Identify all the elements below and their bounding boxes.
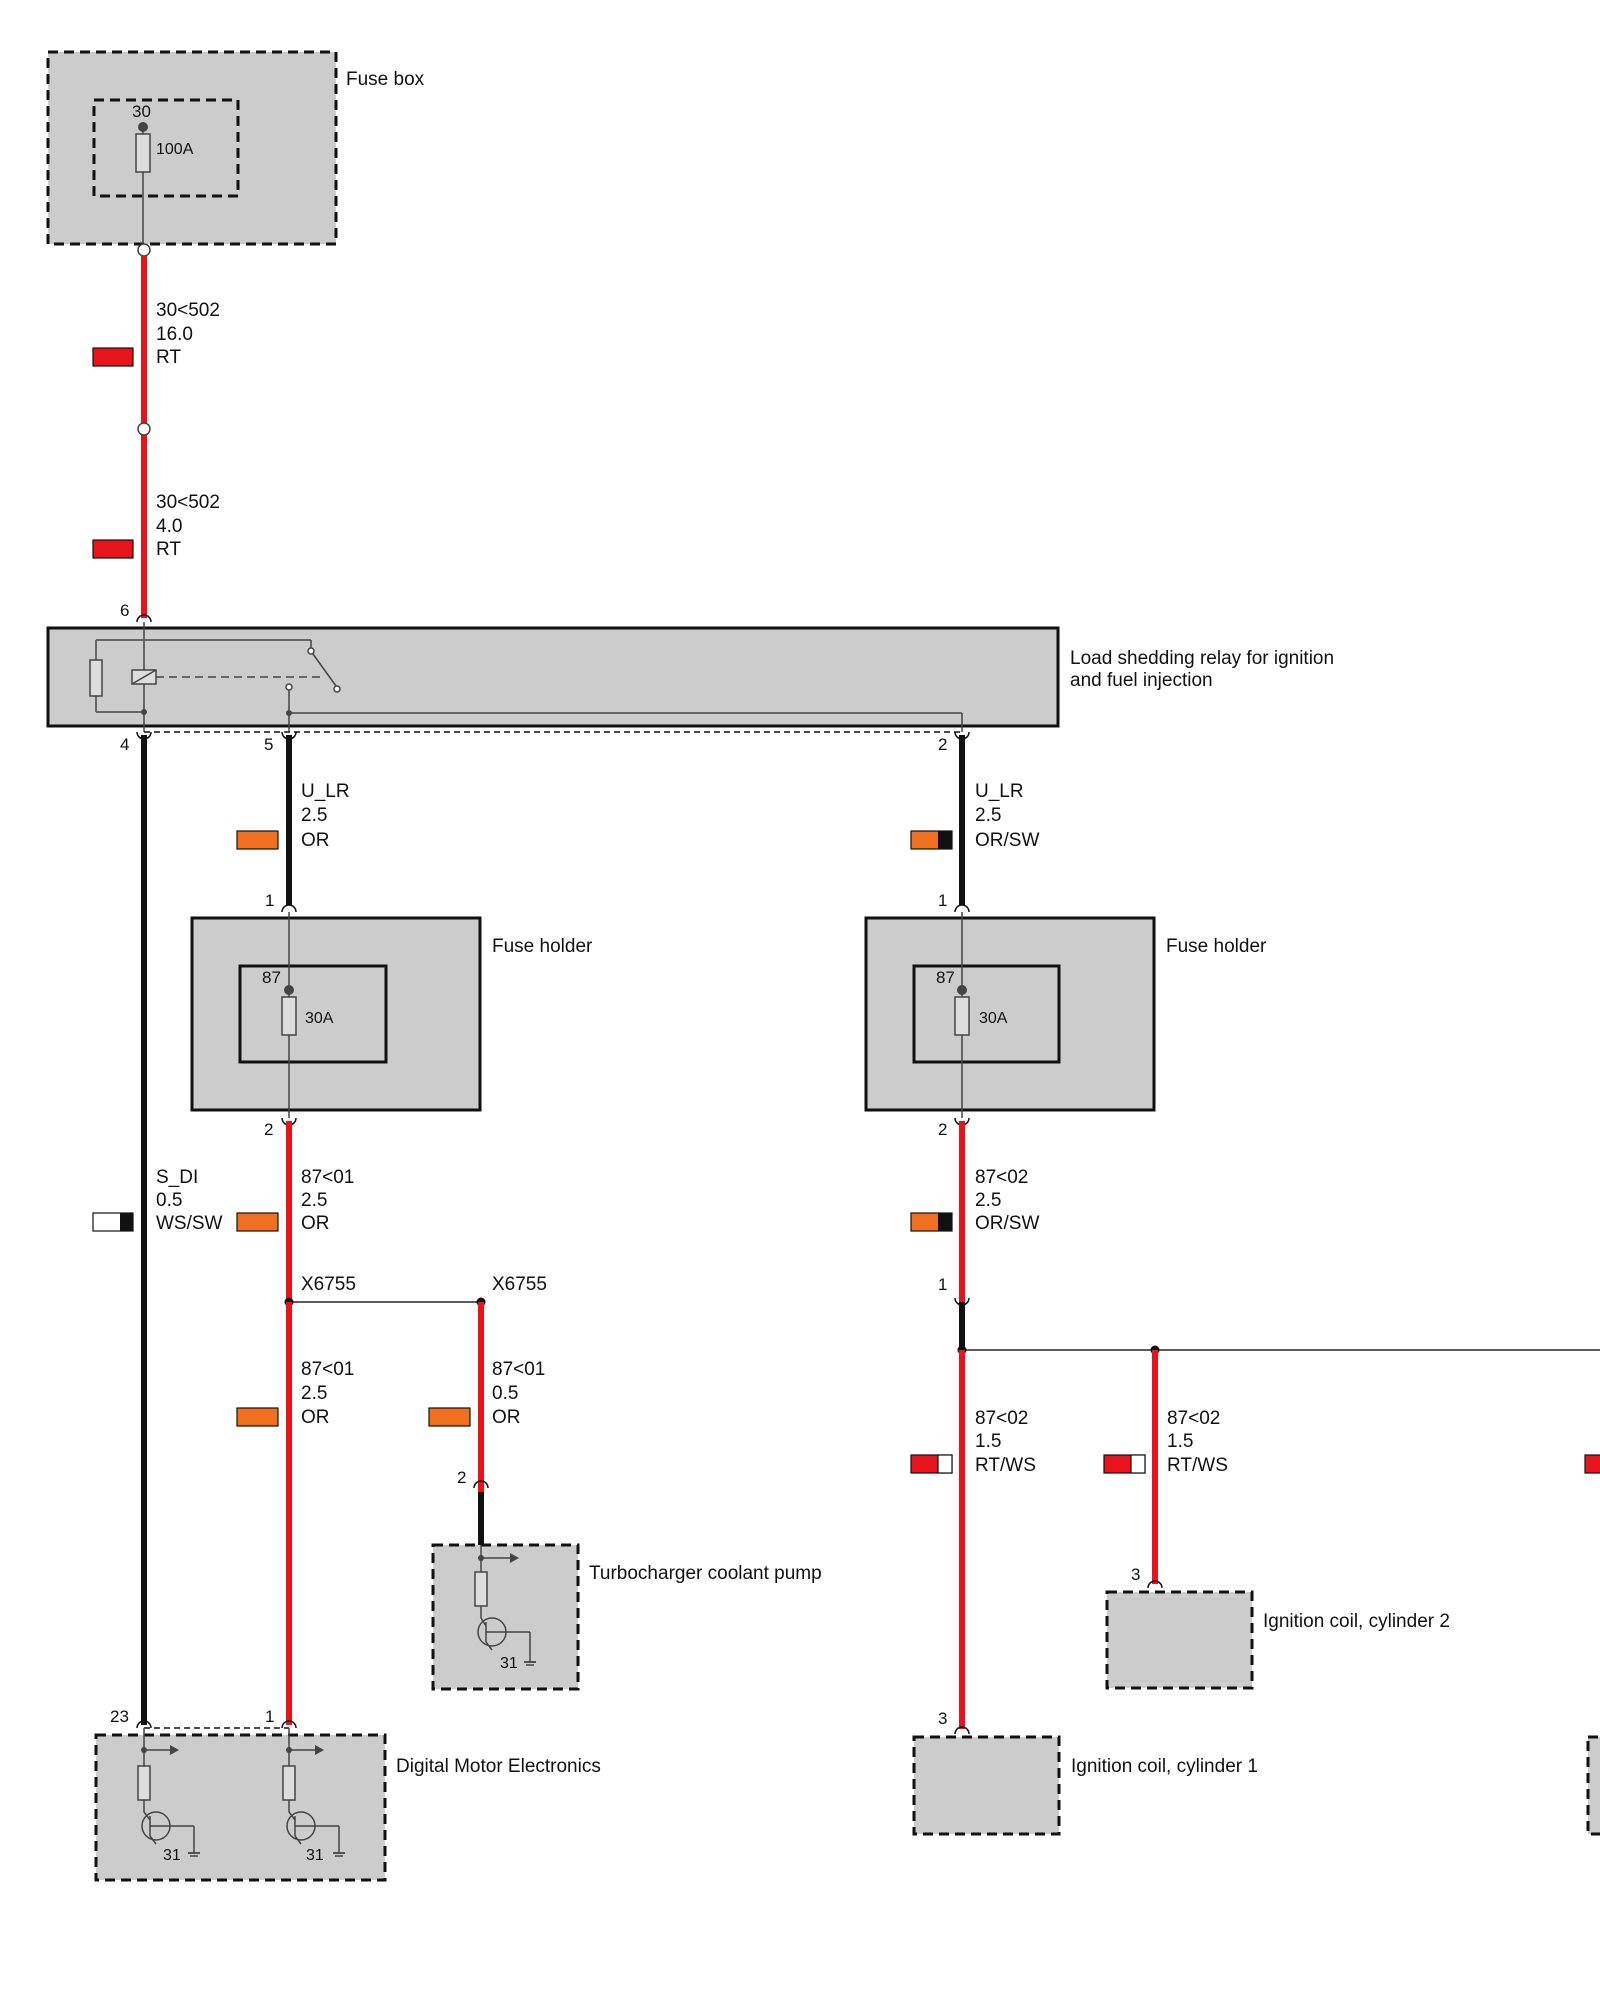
wire-gauge: 0.5 [156,1190,182,1211]
fuse-box-label: Fuse box [346,69,425,90]
wire-signal: 87<02 [975,1408,1028,1429]
inline-connector [137,422,151,436]
wire-signal: 87<01 [301,1359,354,1380]
wire-color: OR [301,830,330,851]
dme-pin-a: 23 [110,1707,129,1726]
fuse-holder-right-pin-in: 1 [938,891,947,910]
wire-signal: 30<502 [156,492,220,513]
wire-signal: 87<01 [301,1167,354,1188]
wire-color: WS/SW [156,1213,223,1234]
dme-ground-a: 31 [163,1847,181,1864]
fuse-holder-left-rating: 30A [305,1010,334,1027]
wire-gauge: 2.5 [975,1190,1001,1211]
fuse-holder-left-label: Fuse holder [492,936,593,957]
wire-color: RT/WS [1167,1455,1228,1476]
splice-87-02 [957,1345,1600,1355]
dme-ground-b: 31 [306,1847,324,1864]
fuse-box-pin: 30 [132,102,151,121]
wire-color: OR/SW [975,830,1039,851]
wire-87-01-a: 87<01 2.5 OR [236,1121,354,1302]
wire-gauge: 0.5 [492,1383,518,1404]
fuse-holder-left-pin-in: 1 [265,891,274,910]
fuse-holder-right-rating: 30A [979,1010,1008,1027]
wire-gauge: 2.5 [975,805,1001,826]
coil1-pin: 3 [938,1709,947,1728]
wire-signal: S_DI [156,1167,198,1188]
wire-30-502-16: 30<502 16.0 RT [92,256,220,424]
splice-x6755: X6755 X6755 [284,1274,547,1307]
wire-color: OR/SW [975,1213,1039,1234]
color-swatch-rt [92,539,134,559]
wire-signal: U_LR [301,781,350,802]
wire-signal: U_LR [975,781,1024,802]
fuse-holder-left-inner-pin: 87 [262,968,281,987]
splice-left-label: X6755 [301,1274,356,1295]
wire-30-502-4: 30<502 4.0 RT [92,435,220,618]
wire-color: RT [156,347,181,368]
relay-label-line2: and fuel injection [1070,670,1213,691]
turbo-pump-label: Turbocharger coolant pump [589,1563,822,1584]
wire-u-lr-right: U_LR 2.5 OR/SW [910,735,1039,905]
relay-pin-a: 4 [120,735,129,754]
fuse-holder-right-pin-out: 2 [938,1120,947,1139]
wire-color: RT [156,539,181,560]
fuse-holder-left-pin-out: 2 [264,1120,273,1139]
coil2-label: Ignition coil, cylinder 2 [1263,1611,1450,1632]
fuse-holder-left: 87 30A Fuse holder [190,904,593,1126]
wire-gauge: 2.5 [301,1383,327,1404]
fuse-box-rating: 100A [156,141,194,158]
wire-signal: 87<01 [492,1359,545,1380]
fuse-box: 30 100A Fuse box [46,50,425,257]
wire-87-02-a: 87<02 2.5 OR/SW [910,1121,1039,1350]
wire-color: OR [301,1407,330,1428]
wire-signal: 87<02 [1167,1408,1220,1429]
ignition-coil-cylinder-2: Ignition coil, cylinder 2 [1105,1590,1450,1690]
dme-label: Digital Motor Electronics [396,1756,601,1777]
color-swatch-rt [92,347,134,367]
turbo-pump-pin: 2 [457,1468,466,1487]
wire-87-02-coil1: 87<02 1.5 RT/WS [910,1350,1036,1729]
partial-color-swatch [1584,1454,1600,1474]
wire-87-02-coil2: 87<02 1.5 RT/WS [1103,1350,1228,1584]
splice-right-label: X6755 [492,1274,547,1295]
coil2-pin: 3 [1131,1565,1140,1584]
turbocharger-coolant-pump: 31 Turbocharger coolant pump [431,1543,822,1691]
wire-color: OR [492,1407,521,1428]
turbo-pump-ground: 31 [500,1655,518,1672]
fuse-holder-right-label: Fuse holder [1166,936,1267,957]
wire-s-di: S_DI 0.5 WS/SW [92,735,223,1725]
wire-gauge: 1.5 [1167,1431,1193,1452]
wire-gauge: 2.5 [301,1190,327,1211]
relay-pin-c: 2 [938,735,947,754]
connector-right-pin: 1 [938,1275,947,1294]
wire-color: OR [301,1213,330,1234]
wire-signal: 30<502 [156,300,220,321]
relay-pin-b: 5 [264,735,273,754]
wire-gauge: 4.0 [156,516,182,537]
wire-gauge: 16.0 [156,324,193,345]
ignition-coil-cylinder-1: Ignition coil, cylinder 1 [912,1735,1258,1836]
wire-signal: 87<02 [975,1167,1028,1188]
fuse-holder-right: 87 30A Fuse holder [864,904,1267,1126]
fuse-holder-right-inner-pin: 87 [936,968,955,987]
wire-gauge: 2.5 [301,805,327,826]
wire-color: RT/WS [975,1455,1036,1476]
coil1-label: Ignition coil, cylinder 1 [1071,1756,1258,1777]
partial-ignition-coil [1586,1735,1600,1836]
digital-motor-electronics: 31 31 Digital Motor Electronics [94,1728,601,1882]
wire-u-lr-left: U_LR 2.5 OR [236,735,350,905]
wire-gauge: 1.5 [975,1431,1001,1452]
dme-pin-b: 1 [265,1707,274,1726]
load-shedding-relay: Load shedding relay for ignition and fue… [46,614,1334,732]
wire-87-01-c: 87<01 0.5 OR [428,1302,545,1545]
wire-87-01-b: 87<01 2.5 OR [236,1302,354,1725]
relay-pin-in: 6 [120,601,129,620]
relay-label-line1: Load shedding relay for ignition [1070,648,1334,669]
